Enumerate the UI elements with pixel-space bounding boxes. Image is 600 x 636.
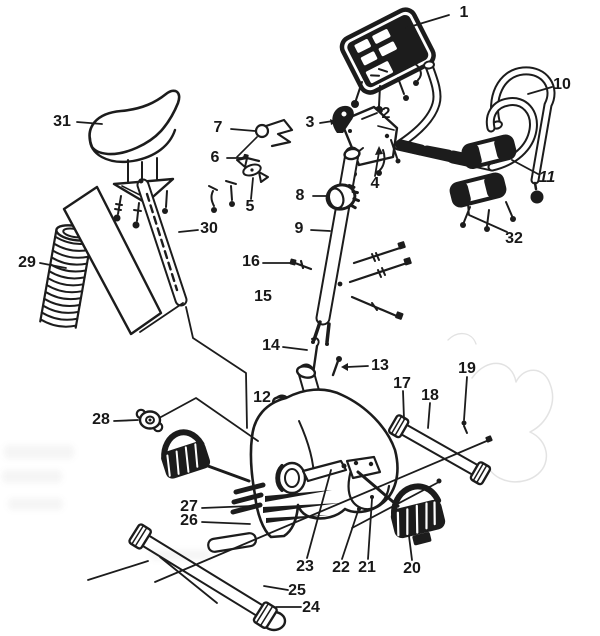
part-label-22: 22 xyxy=(332,559,350,576)
end-knob xyxy=(530,190,544,204)
leader-lines-bottom xyxy=(201,376,468,608)
console-display xyxy=(364,60,395,85)
end-cap xyxy=(252,601,278,629)
part-label-29: 29 xyxy=(18,254,36,271)
end-cap xyxy=(469,461,492,486)
leader-4 xyxy=(374,151,380,177)
leader-13 xyxy=(346,365,369,368)
part-label-2: 2 xyxy=(381,105,391,122)
part-label-26: 26 xyxy=(180,512,198,529)
leader-28 xyxy=(113,419,139,422)
part-label-11: 11 xyxy=(538,169,556,186)
leader-5 xyxy=(250,177,254,200)
screw-set xyxy=(262,241,412,320)
saddle-seat xyxy=(76,89,237,229)
leader-21 xyxy=(367,498,373,560)
part-label-24: 24 xyxy=(302,599,320,616)
leader-31 xyxy=(76,121,103,125)
long-rod xyxy=(154,439,490,583)
alignment-line xyxy=(160,397,259,442)
leader-10 xyxy=(527,86,553,95)
part-label-13: 13 xyxy=(371,357,389,374)
part-label-20: 20 xyxy=(403,560,421,577)
part-label-5: 5 xyxy=(245,198,255,215)
leader-17 xyxy=(402,390,405,420)
scan-artifact xyxy=(4,445,74,459)
leader-26 xyxy=(201,521,251,525)
body-shell xyxy=(249,388,399,539)
console-button xyxy=(377,40,398,58)
part-label-17: 17 xyxy=(393,375,411,392)
part-label-3: 3 xyxy=(305,114,315,131)
handlebar-clamps xyxy=(449,134,517,233)
hook-part-3 xyxy=(332,105,354,133)
leader-27 xyxy=(201,505,253,509)
part-label-9: 9 xyxy=(294,220,304,237)
leader-7 xyxy=(230,128,256,132)
seat-bolts xyxy=(113,180,237,229)
seat-post-assembly xyxy=(62,178,248,429)
leader-30 xyxy=(178,229,199,233)
hook-handle xyxy=(490,66,556,204)
leader-14 xyxy=(282,346,308,351)
part-label-15: 15 xyxy=(254,288,272,305)
part-label-21: 21 xyxy=(358,559,376,576)
clip-part-7 xyxy=(230,118,294,158)
leader-32 xyxy=(465,184,508,233)
leader-23 xyxy=(306,469,332,559)
part-label-19: 19 xyxy=(458,360,476,377)
wing-nut-part-5 xyxy=(236,157,269,200)
fork-slats xyxy=(230,482,340,523)
console-button xyxy=(359,50,379,67)
alignment-line xyxy=(185,306,248,429)
part-label-4: 4 xyxy=(370,175,380,192)
part-label-23: 23 xyxy=(296,558,314,575)
part-label-6: 6 xyxy=(210,149,220,166)
cap-nut xyxy=(113,397,259,442)
main-body xyxy=(207,363,399,553)
part-label-32: 32 xyxy=(505,230,523,247)
front-stabilizer xyxy=(87,435,493,632)
crank-arm xyxy=(301,459,348,483)
seat-tube-socket xyxy=(295,365,317,379)
leader-29 xyxy=(39,262,67,269)
scan-artifact xyxy=(8,498,63,510)
leader-2 xyxy=(361,112,378,120)
console-button xyxy=(371,28,392,45)
leader-11 xyxy=(511,159,539,175)
console-unit xyxy=(339,7,450,114)
left-pedal xyxy=(161,429,251,483)
scan-artifact xyxy=(2,470,62,483)
scan-bleed-ghost xyxy=(447,333,554,483)
leader-1 xyxy=(405,14,450,29)
seat-tube xyxy=(310,146,361,346)
part-label-8: 8 xyxy=(295,187,305,204)
leader-19 xyxy=(463,376,468,421)
part-label-31: 31 xyxy=(53,113,71,130)
end-cap xyxy=(128,523,152,550)
part-label-16: 16 xyxy=(242,253,260,270)
part-label-30: 30 xyxy=(200,220,218,237)
rear-stabilizer xyxy=(351,414,492,529)
part-label-12: 12 xyxy=(253,389,271,406)
leader-9 xyxy=(310,229,331,232)
console-button xyxy=(353,38,372,54)
scan-artifact xyxy=(150,550,210,560)
part-label-18: 18 xyxy=(421,387,439,404)
leader-25 xyxy=(263,585,289,591)
part-label-7: 7 xyxy=(213,119,223,136)
part-label-1: 1 xyxy=(459,4,469,21)
leader-20 xyxy=(408,535,413,561)
part-label-25: 25 xyxy=(288,582,306,599)
part-label-10: 10 xyxy=(553,76,571,93)
part-label-14: 14 xyxy=(262,337,280,354)
leader-22 xyxy=(341,510,359,560)
adjust-knob xyxy=(325,183,361,211)
leader-18 xyxy=(427,402,431,429)
part-label-27: 27 xyxy=(180,498,198,515)
part-label-28: 28 xyxy=(92,411,110,428)
